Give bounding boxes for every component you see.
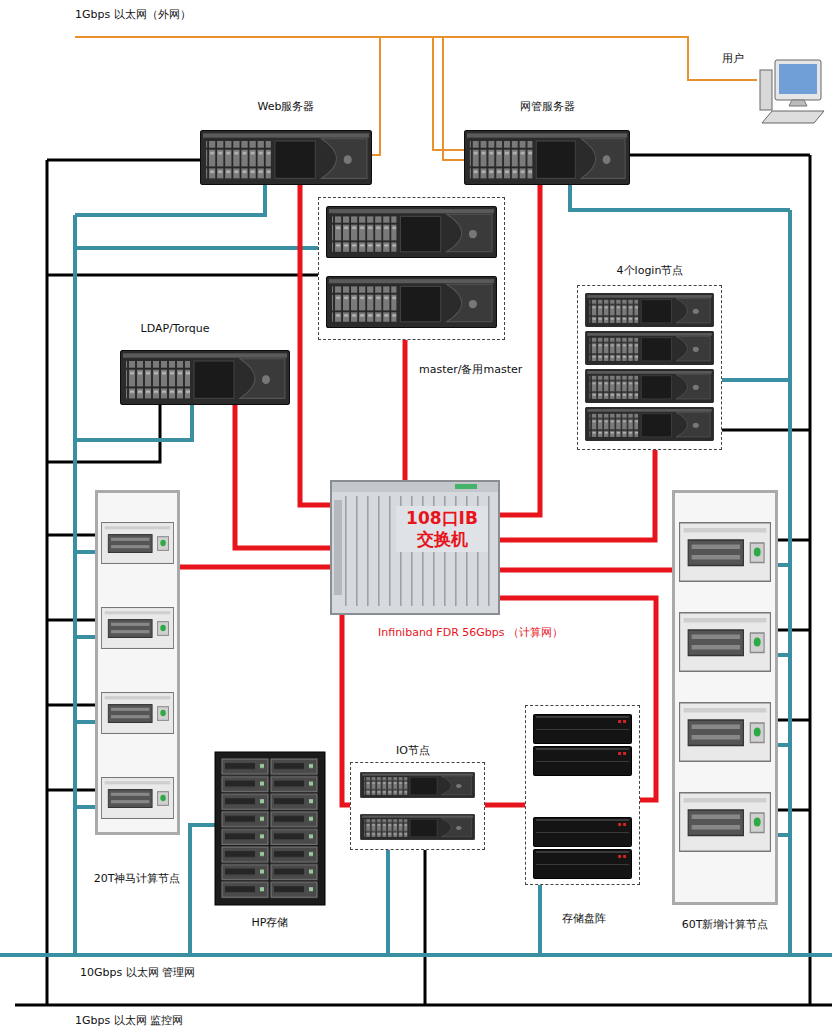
compute-unit-image [680,523,771,582]
node-label: master/备用master [419,363,522,377]
node-label: 108口IB 交换机 [396,506,488,552]
infiniband-link [180,565,330,570]
node-label: IO节点 [396,744,430,758]
compute-unit-image [680,703,771,762]
server-image [585,331,713,364]
storage-array-group: 存储盘阵 [525,705,640,885]
infiniband-link [300,185,330,505]
compute-unit-image [680,613,771,672]
node-label: 网管服务器 [520,100,575,114]
hp-storage: HP存储 [215,752,325,905]
node-label: 60T新增计算节点 [682,918,769,932]
server-image [327,277,497,328]
user-computer-icon [760,60,824,123]
network-label: 1Gbps 以太网（外网） [75,8,191,22]
infiniband-link [235,405,330,548]
network-label: 1Gbps 以太网 监控网 [75,1014,183,1028]
server-image [585,369,713,402]
infiniband-link [500,568,672,573]
compute-rack: 20T神马计算节点 [95,490,180,835]
hp-storage-image [215,752,325,905]
network-label: 10Gbps 以太网 管理网 [80,966,195,980]
server-image [360,772,474,797]
server-image [327,207,497,258]
disk-array-image [533,715,631,744]
node-label: Web服务器 [258,100,315,114]
ldap-torque-server: LDAP/Torque [120,350,290,405]
compute-unit-image [101,608,173,649]
hp-storage-trays [221,758,319,899]
server-image [585,293,713,326]
compute-unit-image [101,778,173,819]
external-network-wire [75,37,757,160]
infiniband-link [500,185,540,515]
disk-array-image [533,818,631,847]
server-image [585,407,713,440]
rack-frame [97,492,179,834]
compute-unit-image [680,793,771,852]
infiniband-link [485,803,525,808]
rack-frame [674,492,777,904]
network-label: Infiniband FDR 56Gbps （计算网） [378,626,563,640]
login-node-group: 4个login节点 [577,285,722,450]
ib-switch-image [331,481,499,614]
node-label: 用户 [722,52,744,66]
server-image [360,814,474,839]
management-network-wire [0,185,832,955]
network-management-server: 网管服务器 [464,130,630,185]
node-label: LDAP/Torque [141,322,210,336]
compute-unit-image [101,523,173,564]
server-image [121,351,290,405]
node-label: 4个login节点 [617,264,684,278]
infiniband-link [403,340,408,480]
server-image [201,131,372,185]
node-label: 存储盘阵 [562,912,606,926]
web-server: Web服务器 [200,130,372,185]
compute-unit-image [101,693,173,734]
master-server-group: master/备用master [318,197,505,340]
compute-rack: 60T新增计算节点 [672,490,778,905]
node-label: 20T神马计算节点 [94,872,181,886]
infiniband-link [500,450,655,540]
node-label: HP存储 [252,916,289,930]
infiniband-link [342,615,350,805]
io-node-group: IO节点 [350,762,485,850]
infiniband-switch: 108口IB 交换机 [330,480,500,615]
disk-array-image [533,747,631,776]
server-image [464,131,629,185]
disk-array-image [533,850,631,879]
user-computer: 用户 [757,58,827,126]
monitor-network-wire [15,155,832,1005]
